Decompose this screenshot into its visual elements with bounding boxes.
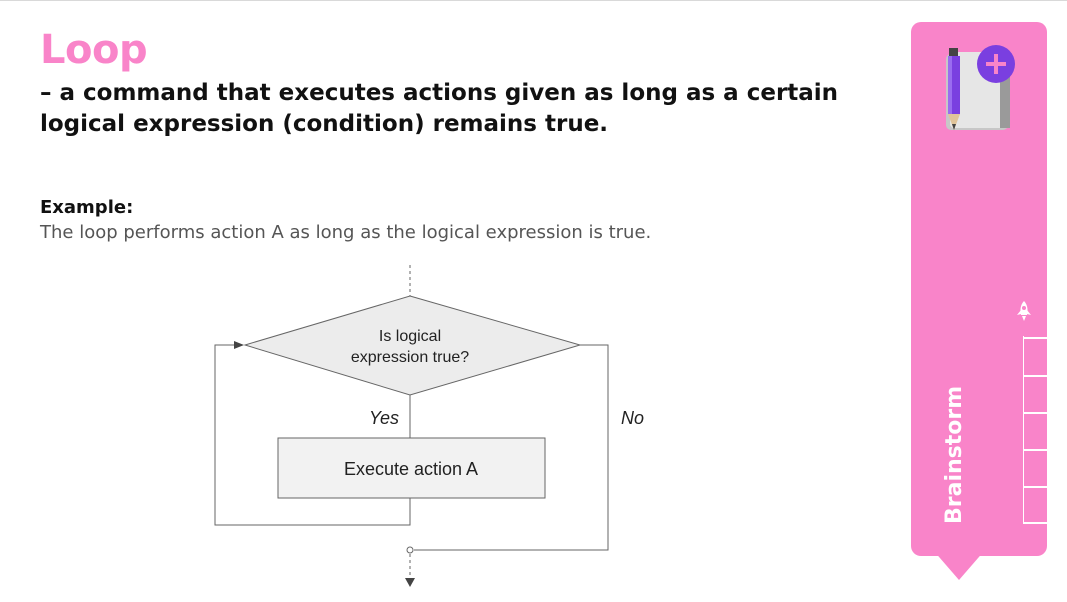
brainstorm-label: Brainstorm — [942, 385, 967, 524]
ruler-line — [1023, 336, 1024, 524]
condition-diamond — [243, 295, 582, 396]
loop-back-arrow — [214, 341, 411, 526]
notebook-pencil-plus-icon — [946, 45, 1015, 130]
loop-definition: – a command that executes actions given … — [40, 80, 839, 137]
example-label: Example: — [40, 197, 134, 218]
condition-text-line2: expression true? — [351, 349, 469, 366]
no-branch-line — [414, 344, 609, 551]
brainstorm-panel-tab — [933, 550, 985, 580]
top-divider — [0, 0, 1067, 1]
ruler-tick — [1023, 449, 1047, 451]
exit-arrowhead — [405, 578, 415, 587]
ruler-tick — [1023, 522, 1047, 524]
loop-flowchart: Is logical expression true? Yes Execute … — [214, 265, 644, 587]
example-text: The loop performs action A as long as th… — [40, 222, 652, 243]
yes-label: Yes — [369, 408, 399, 428]
ruler-tick — [1023, 486, 1047, 488]
action-box — [277, 437, 546, 499]
ruler-tick — [1023, 375, 1047, 377]
rocket-icon — [1017, 301, 1031, 321]
ruler-tick — [1023, 412, 1047, 414]
condition-text-line1: Is logical — [379, 328, 441, 345]
merge-point — [406, 546, 414, 554]
no-label: No — [621, 408, 644, 428]
ruler-tick — [1023, 337, 1047, 339]
action-text: Execute action A — [344, 459, 478, 479]
slide-title: Loop — [40, 27, 148, 73]
